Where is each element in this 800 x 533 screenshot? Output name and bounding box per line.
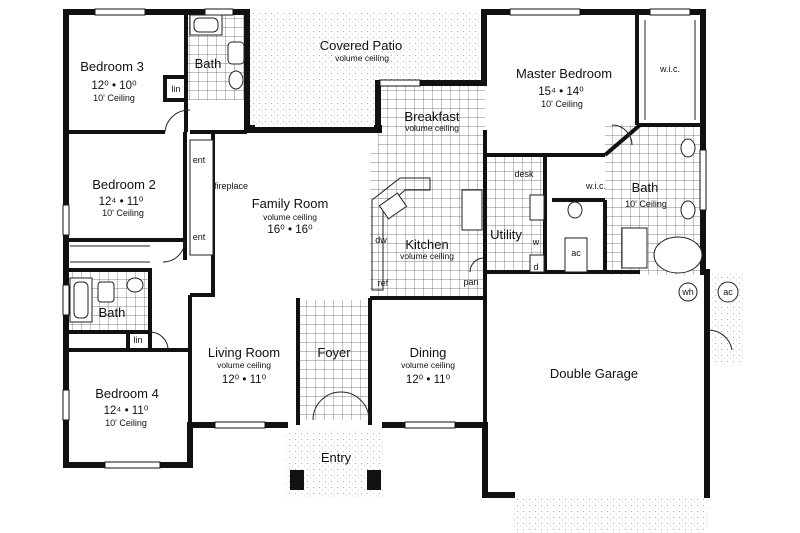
living-room-note: volume ceiling (217, 360, 271, 370)
master-bath-note: 10' Ceiling (625, 199, 667, 209)
ent-bottom-label: ent (193, 232, 206, 242)
master-bedroom-label: Master Bedroom (516, 66, 612, 81)
dw-label: dw (375, 235, 387, 245)
family-room-note: volume ceiling (263, 212, 317, 222)
wic-bath-label: w.i.c. (585, 181, 606, 191)
kitchen-label: Kitchen (405, 237, 448, 252)
covered-patio-label: Covered Patio (320, 38, 402, 53)
foyer-label: Foyer (317, 345, 351, 360)
dining-label: Dining (410, 345, 447, 360)
garage-apron (512, 496, 707, 530)
lin-mid-label: lin (133, 335, 142, 345)
bedroom2-note: 10' Ceiling (102, 208, 144, 218)
fixtures (69, 14, 739, 490)
desk-label: desk (514, 169, 534, 179)
double-garage-label: Double Garage (550, 366, 638, 381)
living-room-dims: 12⁰ • 11⁰ (222, 374, 267, 386)
kitchen-note: volume ceiling (400, 251, 454, 261)
bedroom2-dims: 12⁴ • 11⁰ (99, 196, 144, 208)
bedroom3-label: Bedroom 3 (80, 59, 144, 74)
ac-inside-label: ac (571, 248, 581, 258)
wic-master-label: w.i.c. (659, 64, 680, 74)
dining-dims: 12⁰ • 11⁰ (406, 374, 451, 386)
family-room-label: Family Room (252, 196, 329, 211)
utility-label: Utility (490, 227, 522, 242)
fireplace-label: fireplace (214, 181, 248, 191)
covered-patio-note: volume ceiling (335, 53, 389, 63)
dryer-label: d (533, 262, 538, 272)
floor-fills (68, 12, 745, 530)
bath-mid-label: Bath (99, 305, 126, 320)
ac-outside-label: ac (723, 287, 733, 297)
bedroom2-label: Bedroom 2 (92, 177, 156, 192)
bedroom4-note: 10' Ceiling (105, 418, 147, 428)
lin-top-label: lin (171, 84, 180, 94)
living-room-label: Living Room (208, 345, 280, 360)
bath-top-label: Bath (195, 56, 222, 71)
washer-label: w (532, 237, 540, 247)
desk-tile (485, 155, 545, 185)
bedroom4-dims: 12⁴ • 11⁰ (104, 405, 149, 417)
foyer-tile (298, 300, 370, 420)
ent-top-label: ent (193, 155, 206, 165)
windows (62, 8, 707, 469)
entry-label: Entry (321, 450, 352, 465)
room-labels: Bedroom 3 12⁰ • 10⁰ 10' Ceiling Bath lin… (80, 38, 733, 490)
breakfast-label: Breakfast (405, 109, 460, 124)
door-swings (149, 109, 733, 421)
dining-note: volume ceiling (401, 360, 455, 370)
copyright-text: © HOME DESIGN SERVICES, INC. (482, 418, 488, 490)
breakfast-note: volume ceiling (405, 123, 459, 133)
patio-columns (247, 125, 382, 133)
bedroom4-label: Bedroom 4 (95, 386, 159, 401)
master-bedroom-dims: 15⁴ • 14⁰ (538, 86, 584, 98)
bedroom3-dims: 12⁰ • 10⁰ (91, 80, 137, 92)
master-bedroom-note: 10' Ceiling (541, 99, 583, 109)
family-room-dims: 16⁰ • 16⁰ (267, 224, 313, 236)
bedroom3-note: 10' Ceiling (93, 93, 135, 103)
master-bath-label: Bath (632, 180, 659, 195)
pan-label: pan (463, 277, 478, 287)
ref-label: ref (378, 278, 389, 288)
wh-label: wh (681, 287, 694, 297)
